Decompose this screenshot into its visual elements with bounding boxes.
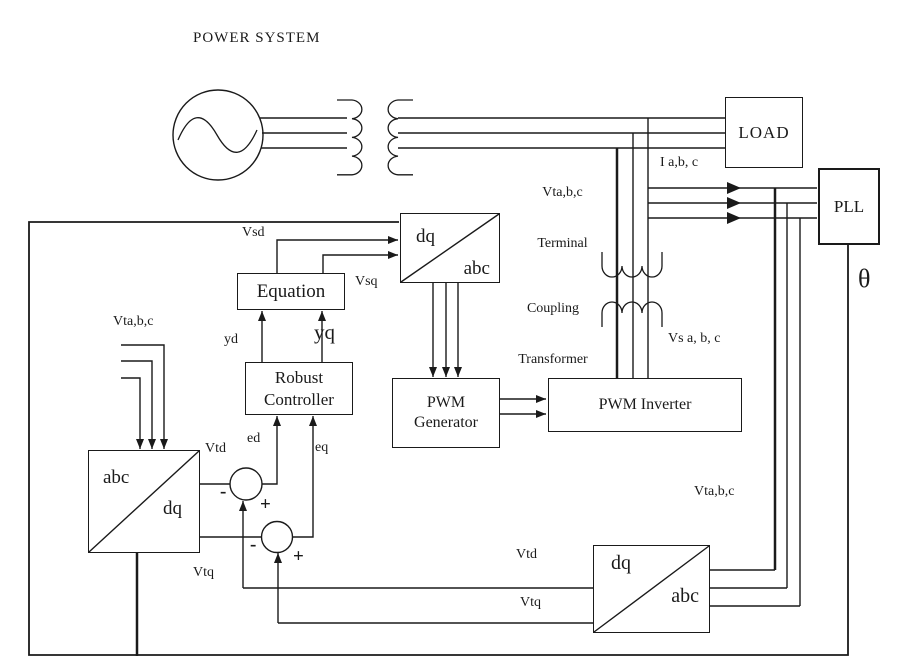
inverter-voltage-label: Vs a, b, c <box>668 331 721 346</box>
equation-block: Equation <box>237 273 345 310</box>
abc-label: abc <box>103 467 130 488</box>
summing-junction-q-axis <box>260 520 294 554</box>
pwm-generator-block: PWM Generator <box>392 378 500 448</box>
sum-d-plus-sign: + <box>260 494 271 515</box>
pwm-generator-label-line2: Generator <box>414 414 478 431</box>
terminal-voltage-label: Vta,b,c Terminal <box>537 185 588 251</box>
yd-label: yd <box>224 332 238 347</box>
abc-label: abc <box>463 258 490 279</box>
arrow-wires <box>121 236 546 623</box>
coupling-transformer-upper-winding-icon <box>601 252 663 278</box>
dq-label: dq <box>163 498 182 519</box>
dq-abc-feedback-block: dq abc <box>593 545 710 633</box>
vta-feedback-label: Vta,b,c <box>694 484 735 499</box>
thick-wire-set <box>135 148 777 656</box>
robust-controller-label-line2: Controller <box>264 389 334 409</box>
pll-line-arrowheads <box>727 182 741 224</box>
pwm-inverter-block: PWM Inverter <box>548 378 742 432</box>
transformer-secondary-winding-icon <box>387 99 413 176</box>
abc-dq-input-block: abc dq <box>88 450 200 553</box>
sum-q-plus-sign: + <box>293 546 304 567</box>
eq-label: eq <box>315 440 329 455</box>
vtd-reference-label: Vtd <box>516 547 537 562</box>
transformer-primary-winding-icon <box>337 99 363 176</box>
load-block: LOAD <box>725 97 803 168</box>
generator-icon <box>172 89 264 181</box>
pwm-inverter-label: PWM Inverter <box>598 396 692 413</box>
pwm-generator-label-line1: PWM <box>426 394 466 411</box>
robust-controller-block: Robust Controller <box>245 362 353 415</box>
theta-label: θ <box>858 264 871 293</box>
pll-label: PLL <box>833 196 865 216</box>
vsq-label: Vsq <box>355 274 378 289</box>
coupling-transformer-lower-winding-icon <box>601 301 663 327</box>
vtd-measured-label: Vtd <box>205 441 226 456</box>
block-diagonals <box>88 213 710 633</box>
summing-junction-d-axis <box>229 467 263 501</box>
equation-label: Equation <box>256 280 326 302</box>
vtq-reference-label: Vtq <box>520 595 541 610</box>
pll-block: PLL <box>818 168 880 245</box>
yq-label: yq <box>314 320 335 344</box>
vtq-measured-label: Vtq <box>193 565 214 580</box>
theta-feedback-loop <box>28 221 849 656</box>
dq-abc-modulation-block: dq abc <box>400 213 500 283</box>
vta-input-label: Vta,b,c <box>113 314 154 329</box>
dq-label: dq <box>416 226 435 247</box>
line-current-label: I a,b, c <box>660 155 699 170</box>
ed-label: ed <box>247 431 261 446</box>
abc-label: abc <box>671 585 699 607</box>
coupling-transformer-label: Coupling Transformer <box>518 301 588 367</box>
load-label: LOAD <box>738 122 790 142</box>
sum-d-minus-sign: - <box>220 481 227 502</box>
sine-wave-icon <box>177 117 258 153</box>
robust-controller-label-line1: Robust <box>274 368 324 388</box>
sum-q-minus-sign: - <box>250 534 257 555</box>
diagram-title: POWER SYSTEM <box>193 30 321 46</box>
vsd-label: Vsd <box>242 225 265 240</box>
dq-label: dq <box>611 552 631 574</box>
